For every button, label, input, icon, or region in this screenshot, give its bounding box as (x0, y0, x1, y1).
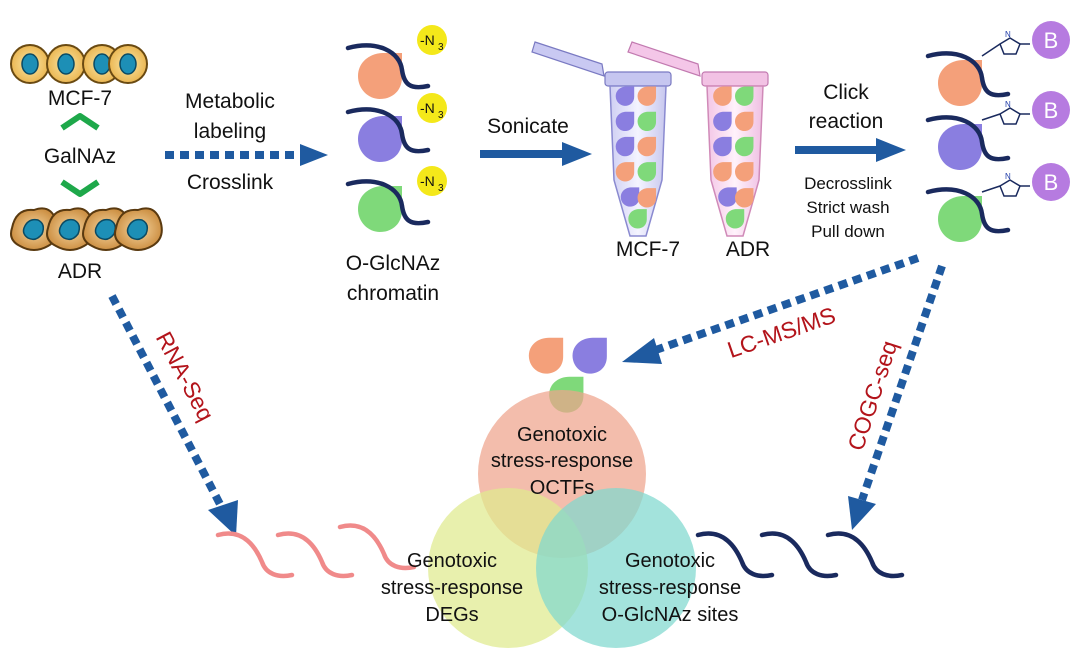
solid-arrow-click (795, 138, 906, 162)
venn-left-line2: stress-response (381, 577, 523, 599)
navy-dna-strands (695, 531, 905, 579)
step1-line3: Crosslink (187, 171, 274, 194)
tube-mcf7-label: MCF-7 (616, 238, 680, 261)
dashed-arrow-labeling (165, 144, 328, 166)
chromatin-label-line1: O-GlcNAz (346, 252, 441, 275)
tube-adr-label: ADR (726, 238, 770, 261)
dashed-arrow-lcms (622, 254, 920, 364)
adr-cell (46, 207, 95, 251)
dashed-arrow-rnaseq (108, 294, 238, 536)
venn-top-line1: Genotoxic (517, 424, 607, 446)
sonicate-label: Sonicate (487, 115, 569, 138)
step1-line2: labeling (194, 120, 266, 143)
step3-line1: Click (823, 81, 869, 104)
step3-line2: reaction (809, 110, 884, 133)
mcf7-cell (46, 44, 86, 84)
adr-cell (114, 207, 163, 251)
biotin-chromatin-orange: N B (925, 21, 1070, 106)
biotin-bead-letter: B (1044, 170, 1059, 195)
azide-tag-subscript: 3 (438, 110, 444, 121)
chromatin-green: -N 3 (345, 166, 447, 232)
venn-left-line3: DEGs (425, 604, 478, 626)
biotin-bead-letter: B (1044, 28, 1059, 53)
step3-line3: Decrosslink (804, 174, 892, 193)
venn-right-line2: stress-response (599, 577, 741, 599)
cogcseq-label: COGC-seq (842, 337, 902, 453)
triazole-icon: N (981, 172, 1030, 197)
mcf7-cell (10, 44, 50, 84)
azide-tag-prefix: -N (420, 173, 435, 189)
adr-label: ADR (58, 260, 102, 283)
venn-circle-sites (536, 488, 696, 648)
galnaz-label: GalNAz (44, 145, 116, 168)
mcf7-cells (10, 44, 148, 84)
venn-top-line2: stress-response (491, 450, 633, 472)
step1-line1: Metabolic (185, 90, 275, 113)
biotin-chromatin-green: N B (925, 163, 1070, 242)
venn-diagram: Genotoxic stress-response OCTFs Genotoxi… (381, 390, 741, 648)
tube-adr (627, 41, 769, 237)
azide-tag-prefix: -N (420, 100, 435, 116)
azide-tag-subscript: 3 (438, 183, 444, 194)
green-chevron-up-icon (60, 113, 100, 131)
triazole-icon: N (981, 30, 1030, 57)
triazole-n: N (1005, 172, 1011, 181)
dashed-arrow-cogcseq (848, 264, 946, 530)
triazole-icon: N (981, 100, 1030, 125)
rnaseq-label: RNA-Seq (151, 327, 220, 425)
venn-right-line1: Genotoxic (625, 550, 715, 572)
triazole-n: N (1005, 30, 1011, 39)
venn-left-line1: Genotoxic (407, 550, 497, 572)
adr-cells (10, 207, 163, 251)
mcf7-label: MCF-7 (48, 87, 112, 110)
chromatin-label-line2: chromatin (347, 282, 439, 305)
azide-tag-prefix: -N (420, 32, 435, 48)
biotin-chromatin-purple: N B (925, 91, 1070, 170)
biotin-bead-letter: B (1044, 98, 1059, 123)
venn-top-line3: OCTFs (530, 477, 594, 499)
solid-arrow-sonicate (480, 142, 592, 166)
pink-dna-strands (215, 523, 417, 579)
step3-line4: Strict wash (806, 198, 889, 217)
chromatin-orange: -N 3 (345, 25, 447, 99)
adr-cell (10, 207, 59, 251)
tube-mcf7 (531, 41, 672, 237)
venn-right-line3: O-GlcNAz sites (602, 604, 739, 626)
lcms-label: LC-MS/MS (724, 302, 839, 363)
step3-line5: Pull down (811, 222, 885, 241)
mcf7-cell (108, 44, 148, 84)
green-chevron-down-icon (60, 179, 100, 197)
chromatin-purple: -N 3 (345, 93, 447, 162)
triazole-n: N (1005, 100, 1011, 109)
azide-tag-subscript: 3 (438, 42, 444, 53)
